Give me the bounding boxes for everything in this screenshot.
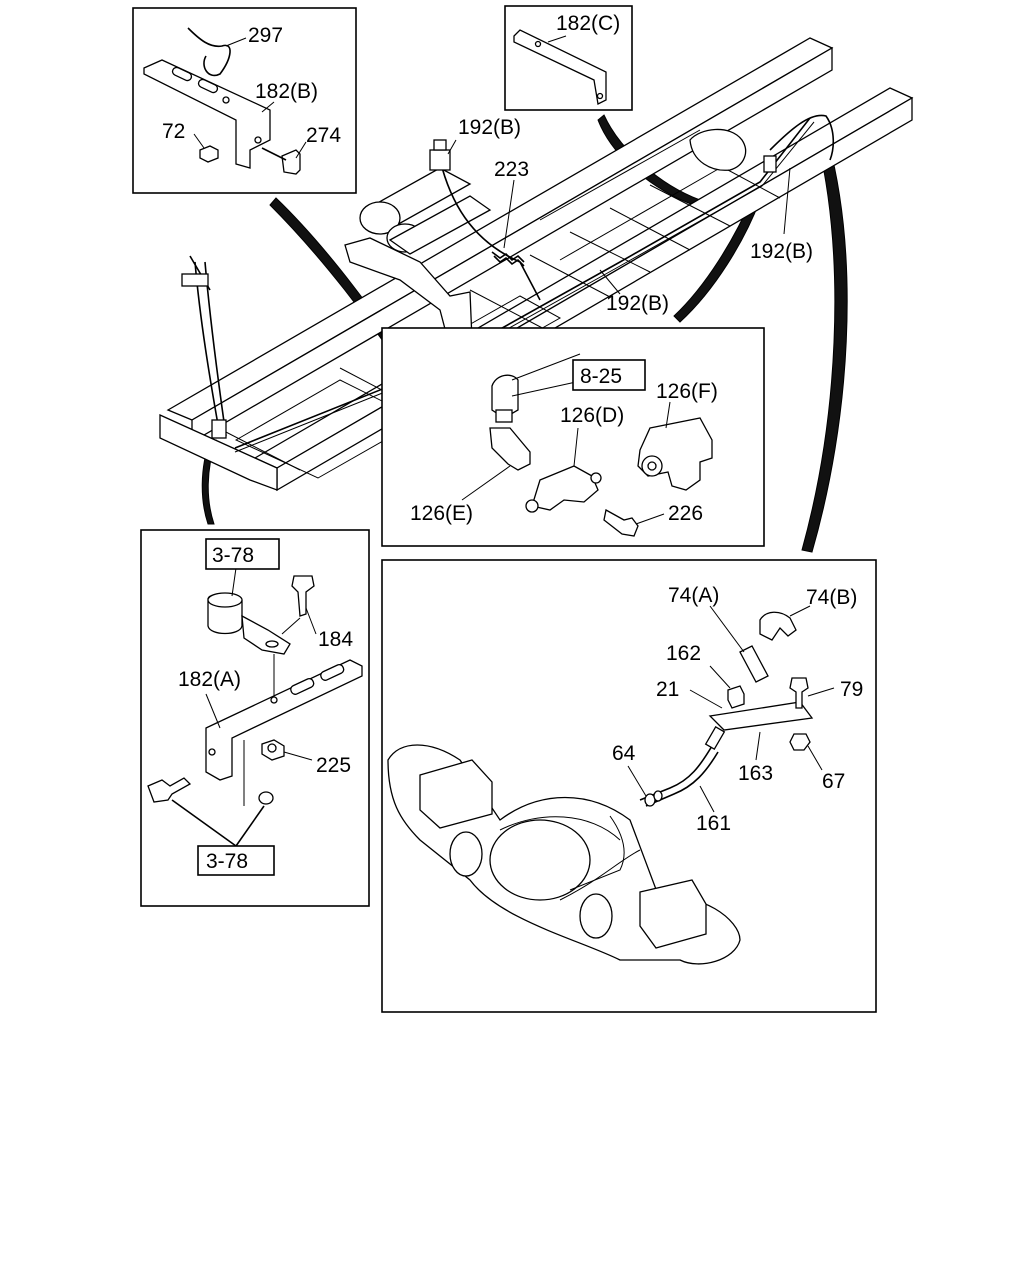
- ref-box-8-25: [572, 359, 646, 391]
- label-67: 67: [822, 770, 845, 793]
- label-192b-right: 192(B): [750, 240, 813, 263]
- ref-box-3-78-bottom: [197, 845, 275, 876]
- inset-bracket-182a: [140, 529, 370, 907]
- label-161: 161: [696, 812, 731, 835]
- label-182a: 182(A): [178, 668, 241, 691]
- label-126d: 126(D): [560, 404, 624, 427]
- label-182c: 182(C): [556, 12, 620, 35]
- callout-swoosh-d: [801, 139, 848, 553]
- brake-hose-161: [639, 745, 713, 801]
- label-72: 72: [162, 120, 185, 143]
- inset-axle-hose: [381, 559, 877, 1013]
- air-tank: [359, 167, 492, 255]
- label-64: 64: [612, 742, 636, 765]
- leader-lines: [193, 35, 835, 813]
- inset-bracket-182c: [504, 5, 633, 111]
- ref-3-78-top: 3-78: [212, 544, 254, 567]
- label-21: 21: [656, 678, 679, 701]
- label-226: 226: [668, 502, 703, 525]
- label-184: 184: [318, 628, 353, 651]
- label-162: 162: [666, 642, 701, 665]
- brake-pipe-192b: [234, 117, 811, 449]
- label-74b: 74(B): [806, 586, 857, 609]
- label-163: 163: [738, 762, 773, 785]
- ref-box-3-78-top: [205, 538, 280, 570]
- coiled-pipe-223: [491, 251, 525, 267]
- callout-swoosh-e: [201, 439, 217, 525]
- inset-clip-bracket-182b: [132, 7, 357, 194]
- part-labels: 297 182(B) 72 274 182(C) 192(B) 223 192(…: [162, 12, 863, 873]
- label-79: 79: [840, 678, 863, 701]
- label-182b: 182(B): [255, 80, 318, 103]
- label-126f: 126(F): [656, 380, 718, 403]
- ref-3-78-bottom: 3-78: [206, 850, 248, 873]
- label-274: 274: [306, 124, 341, 147]
- label-192b-mid: 192(B): [606, 292, 669, 315]
- callout-swoosh-c: [673, 197, 761, 323]
- label-297: 297: [248, 24, 283, 47]
- label-225: 225: [316, 754, 351, 777]
- label-223: 223: [494, 158, 529, 181]
- label-126e: 126(E): [410, 502, 473, 525]
- ref-8-25: 8-25: [580, 365, 622, 388]
- label-192b-top: 192(B): [458, 116, 521, 139]
- label-74a: 74(A): [668, 584, 719, 607]
